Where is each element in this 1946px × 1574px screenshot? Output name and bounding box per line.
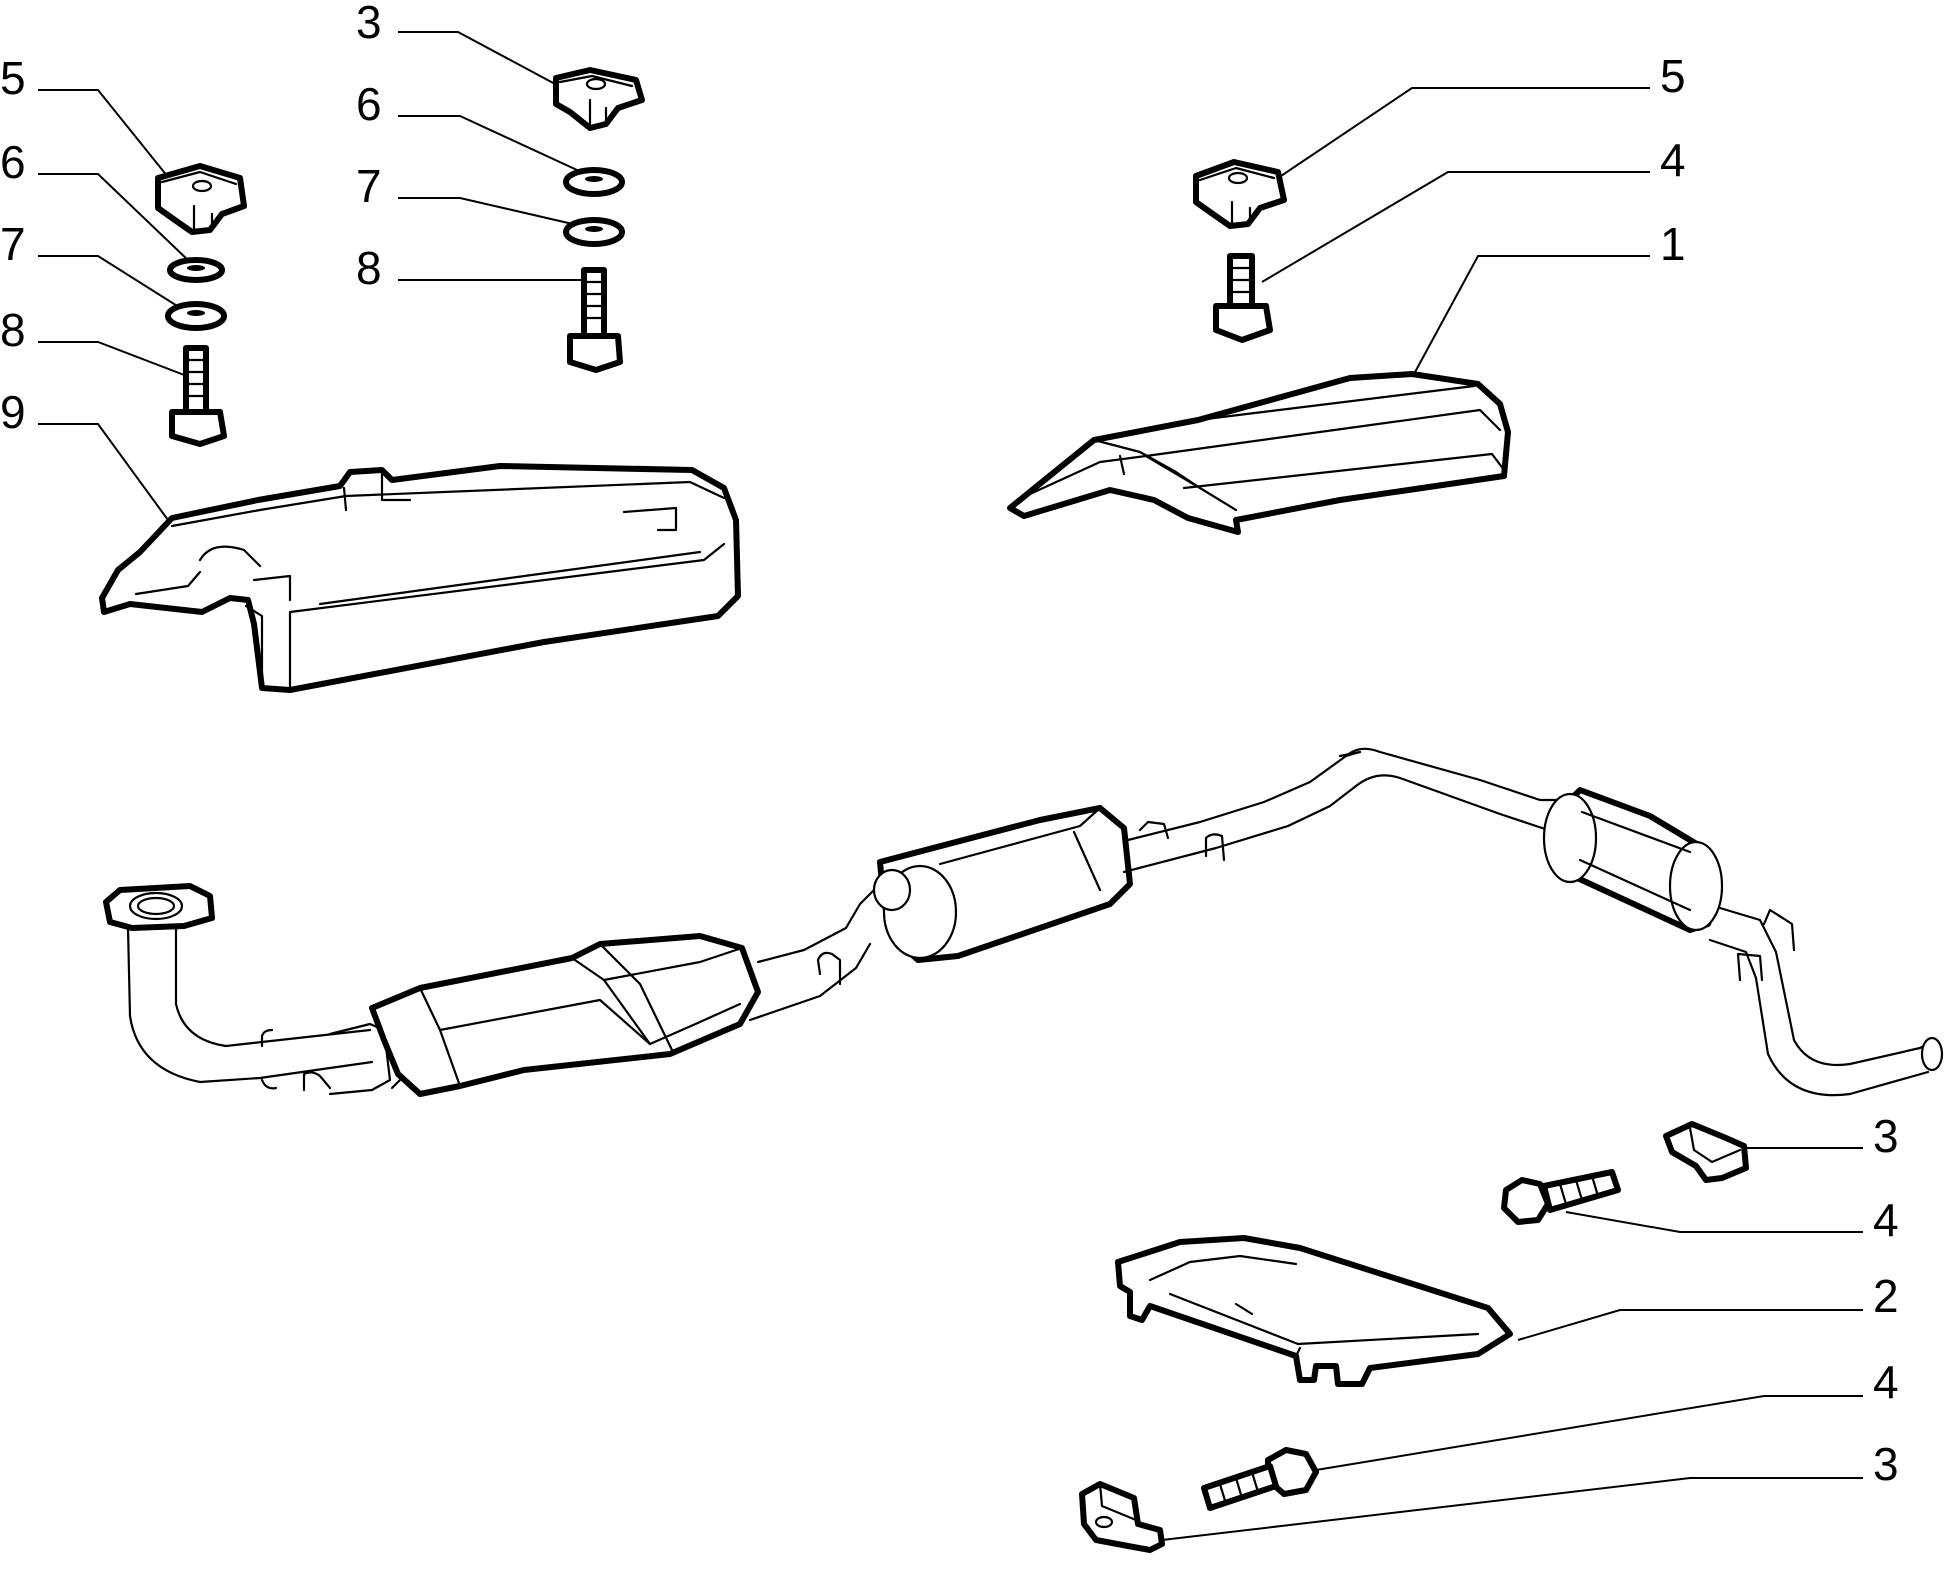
callout-3-br1: 3 bbox=[1873, 1110, 1899, 1162]
callout-9: 9 bbox=[0, 386, 26, 438]
washer-part-7-left bbox=[165, 301, 227, 331]
callout-8-left: 8 bbox=[0, 304, 26, 356]
washer-part-6-left bbox=[167, 257, 225, 283]
washer-part-6-mid bbox=[563, 167, 625, 197]
clip-part-3-br2 bbox=[1079, 1481, 1165, 1553]
heat-shield-part-1 bbox=[1007, 371, 1511, 535]
callout-8-mid: 8 bbox=[356, 242, 382, 294]
callout-7-mid: 7 bbox=[356, 160, 382, 212]
callout-4-br1: 4 bbox=[1873, 1194, 1899, 1246]
callout-4-right: 4 bbox=[1660, 134, 1686, 186]
exhaust-pipe-assembly bbox=[103, 747, 1944, 1097]
rubber-mount-part-5-right bbox=[1193, 159, 1287, 229]
bolt-part-8-left bbox=[169, 345, 227, 447]
bolt-part-4-br1 bbox=[1501, 1169, 1621, 1225]
callout-7-left: 7 bbox=[0, 218, 26, 270]
callout-5-right: 5 bbox=[1660, 50, 1686, 102]
heat-shield-part-9 bbox=[99, 463, 741, 693]
leader-lines bbox=[38, 31, 1863, 1541]
clip-part-3-br1 bbox=[1663, 1121, 1749, 1183]
callout-6-mid: 6 bbox=[356, 78, 382, 130]
callout-3-top: 3 bbox=[356, 0, 382, 48]
callout-3-br2: 3 bbox=[1873, 1438, 1899, 1490]
callout-6-left: 6 bbox=[0, 136, 26, 188]
callout-2: 2 bbox=[1873, 1270, 1899, 1322]
bolt-part-8-mid bbox=[567, 267, 623, 373]
rubber-mount-part-5-left bbox=[155, 163, 247, 235]
bolt-part-4-br2 bbox=[1201, 1447, 1319, 1511]
bolt-part-4-right bbox=[1213, 253, 1273, 343]
callout-5-left: 5 bbox=[0, 52, 26, 104]
callout-4-br2: 4 bbox=[1873, 1356, 1899, 1408]
callout-1: 1 bbox=[1660, 218, 1686, 270]
heat-shield-part-2 bbox=[1115, 1235, 1513, 1387]
washer-part-7-mid bbox=[563, 217, 625, 247]
rubber-mount-part-3-top bbox=[553, 67, 645, 131]
